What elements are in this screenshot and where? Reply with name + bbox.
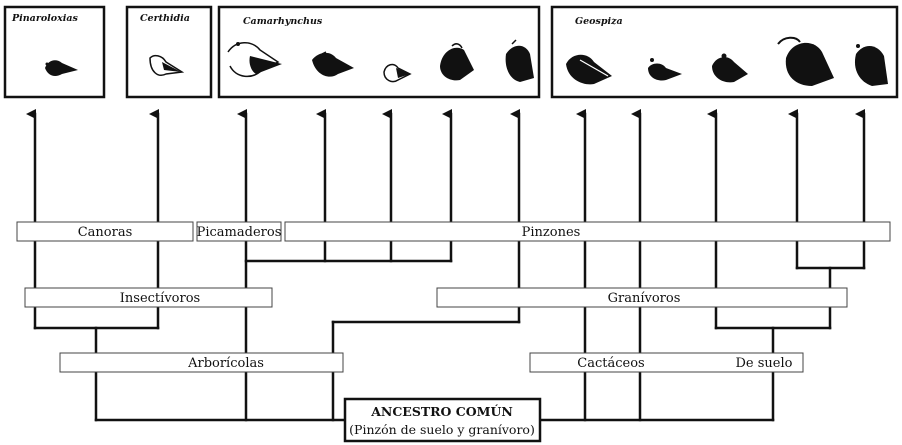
group-box-arboricolas: Arborícolas bbox=[59, 352, 344, 373]
finch-head-icon bbox=[440, 43, 474, 81]
group-box-pinzones: Pinzones bbox=[284, 221, 891, 242]
group-label-canoras: Canoras bbox=[78, 225, 133, 240]
genus-label-camarhynchus: Camarhynchus bbox=[243, 16, 323, 27]
finch-head-icon bbox=[45, 60, 78, 76]
group-box-cactaceos-de-suelo: Cactáceos De suelo bbox=[529, 352, 804, 373]
genus-box-certhidia: Certhidia bbox=[125, 5, 213, 99]
genus-label-geospiza: Geospiza bbox=[575, 16, 623, 27]
group-label-cactaceos: Cactáceos bbox=[577, 356, 644, 371]
group-label-pinzones: Pinzones bbox=[522, 225, 581, 240]
genus-box-camarhynchus: Camarhynchus bbox=[217, 5, 541, 99]
group-label-granivoros: Granívoros bbox=[608, 291, 681, 306]
finch-head-icon bbox=[648, 58, 682, 81]
finch-head-icon bbox=[854, 44, 888, 86]
genus-label-certhidia: Certhidia bbox=[140, 13, 190, 24]
finch-head-icon bbox=[777, 36, 834, 86]
group-label-insectivoros: Insectívoros bbox=[120, 291, 200, 306]
ancestor-subtitle: (Pinzón de suelo y granívoro) bbox=[349, 422, 535, 437]
finch-head-icon bbox=[712, 53, 748, 83]
group-label-arboricolas: Arborícolas bbox=[187, 356, 264, 371]
group-label-de-suelo: De suelo bbox=[736, 356, 793, 371]
group-box-picamaderos: Picamaderos bbox=[196, 221, 282, 242]
finch-head-icon bbox=[383, 63, 412, 83]
ancestor-box: ANCESTRO COMÚN (Pinzón de suelo y granív… bbox=[343, 397, 542, 443]
genus-box-geospiza: Geospiza bbox=[550, 5, 899, 99]
finch-head-icon bbox=[312, 51, 354, 77]
group-box-insectivoros: Insectívoros bbox=[24, 287, 273, 308]
finch-head-icon bbox=[149, 54, 185, 76]
finch-head-icon bbox=[566, 54, 612, 85]
ancestor-title: ANCESTRO COMÚN bbox=[370, 403, 513, 419]
genus-label-pinaroloxias: Pinaroloxias bbox=[11, 13, 79, 24]
genus-box-pinaroloxias: Pinaroloxias bbox=[3, 5, 106, 99]
finch-head-icon bbox=[227, 42, 282, 78]
group-box-canoras: Canoras bbox=[16, 221, 194, 242]
group-box-granivoros: Granívoros bbox=[436, 287, 848, 308]
group-label-picamaderos: Picamaderos bbox=[197, 225, 282, 240]
finch-head-icon bbox=[505, 39, 534, 82]
tree-branches bbox=[26, 109, 866, 422]
